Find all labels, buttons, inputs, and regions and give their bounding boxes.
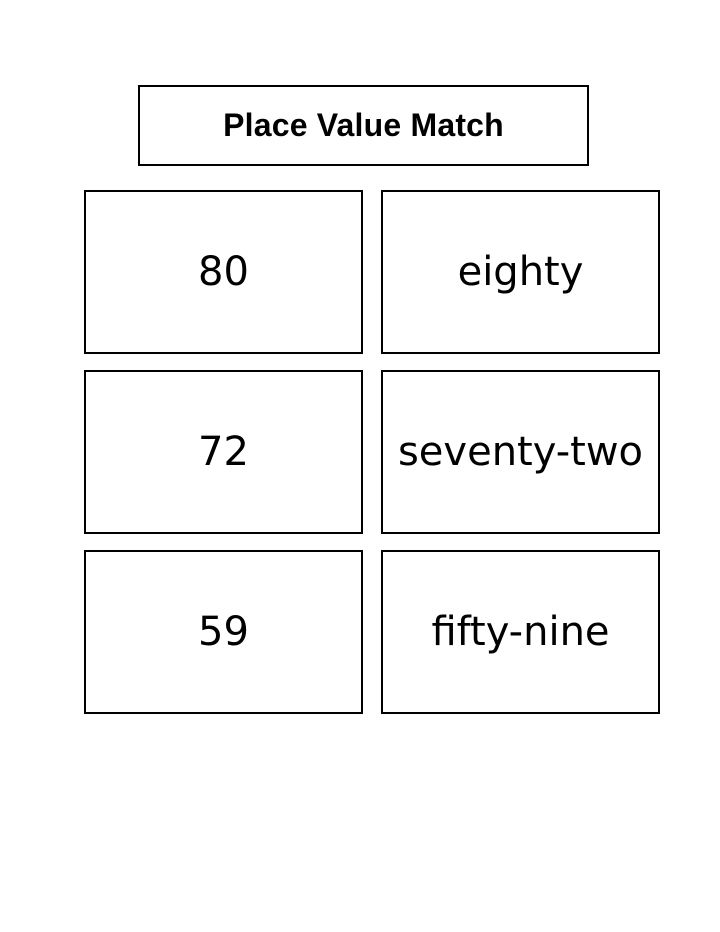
word-label: fifty-nine	[431, 609, 610, 655]
number-card-80[interactable]: 80	[84, 190, 363, 354]
page-title: Place Value Match	[223, 107, 504, 143]
number-card-72[interactable]: 72	[84, 370, 363, 534]
word-card-eighty[interactable]: eighty	[381, 190, 660, 354]
word-card-seventy-two[interactable]: seventy-two	[381, 370, 660, 534]
word-label: eighty	[457, 249, 584, 295]
title-box: Place Value Match	[138, 85, 589, 166]
number-label: 72	[198, 429, 249, 475]
number-label: 80	[198, 249, 249, 295]
number-card-59[interactable]: 59	[84, 550, 363, 714]
number-label: 59	[198, 609, 249, 655]
word-card-fifty-nine[interactable]: fifty-nine	[381, 550, 660, 714]
word-label: seventy-two	[397, 429, 644, 475]
